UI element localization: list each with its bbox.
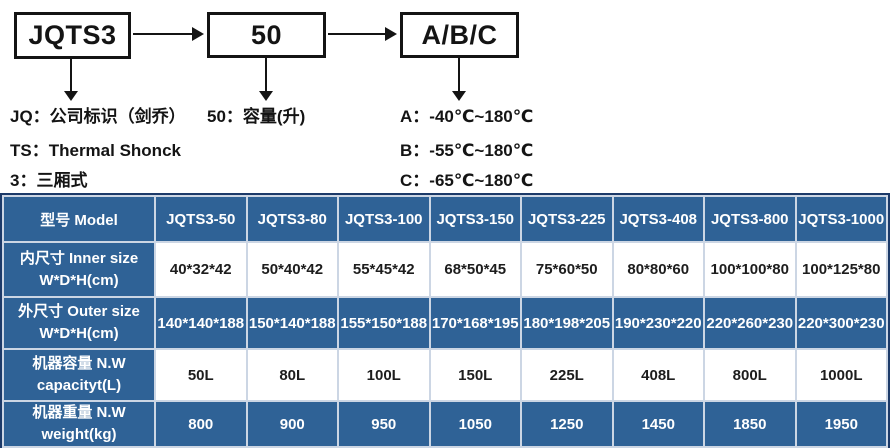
value-cell: 100L	[337, 348, 431, 402]
row-label-line1: 内尺寸 Inner size	[19, 249, 139, 267]
corner-header-cell: 型号 Model	[2, 195, 156, 243]
value-cell: 170*168*195	[428, 296, 522, 350]
value-cell: 40*32*42	[154, 241, 248, 298]
value-cell: 80*80*60	[611, 241, 705, 298]
row-label-line2: weight(kg)	[41, 426, 117, 443]
note-capacity: 50：容量(升)	[207, 107, 306, 126]
model-header-cell: JQTS3-225	[520, 195, 614, 243]
value-cell: 1450	[611, 400, 705, 448]
value-cell: 408L	[611, 348, 705, 402]
value-cell: 55*45*42	[337, 241, 431, 298]
value-cell: 1850	[703, 400, 797, 448]
value-cell: 100*125*80	[794, 241, 888, 298]
value-cell: 180*198*205	[520, 296, 614, 350]
value-cell: 1050	[428, 400, 522, 448]
model-header-cell: JQTS3-80	[245, 195, 339, 243]
value-cell: 1950	[794, 400, 888, 448]
arrow-down-icon	[259, 58, 273, 101]
value-cell: 225L	[520, 348, 614, 402]
model-header-cell: JQTS3-1000	[794, 195, 888, 243]
row-label-cell: 机器重量 N.W weight(kg)	[2, 400, 156, 448]
value-cell: 80L	[245, 348, 339, 402]
value-cell: 800	[154, 400, 248, 448]
value-cell: 68*50*45	[428, 241, 522, 298]
value-cell: 150L	[428, 348, 522, 402]
note-jq: JQ：公司标识（剑乔）	[10, 107, 186, 126]
value-cell: 900	[245, 400, 339, 448]
row-label-cell: 机器容量 N.W capacityt(L)	[2, 348, 156, 402]
value-cell: 100*100*80	[703, 241, 797, 298]
note-grade-c: C：-65℃~180℃	[400, 171, 534, 190]
model-header-cell: JQTS3-408	[611, 195, 705, 243]
value-cell: 1000L	[794, 348, 888, 402]
value-cell: 150*140*188	[245, 296, 339, 350]
value-cell: 800L	[703, 348, 797, 402]
note-grade-b: B：-55℃~180℃	[400, 141, 534, 160]
model-header-cell: JQTS3-150	[428, 195, 522, 243]
value-cell: 155*150*188	[337, 296, 431, 350]
model-grade-box: A/B/C	[400, 12, 519, 58]
row-label-line1: 机器重量 N.W	[32, 404, 126, 422]
model-prefix-box: JQTS3	[14, 12, 131, 59]
value-cell: 50L	[154, 348, 248, 402]
model-header-cell: JQTS3-100	[337, 195, 431, 243]
model-header-cell: JQTS3-50	[154, 195, 248, 243]
note-ts: TS：Thermal Shonck	[10, 141, 181, 160]
value-cell: 950	[337, 400, 431, 448]
value-cell: 75*60*50	[520, 241, 614, 298]
row-label-line1: 外尺寸 Outer size	[18, 303, 140, 321]
row-label-line2: W*D*H(cm)	[39, 325, 119, 342]
row-label-line2: W*D*H(cm)	[39, 271, 119, 289]
value-cell: 220*300*230	[794, 296, 888, 350]
note-grade-a: A：-40℃~180℃	[400, 107, 534, 126]
model-capacity-box: 50	[207, 12, 326, 58]
arrow-right-icon	[133, 27, 204, 41]
value-cell: 220*260*230	[703, 296, 797, 350]
arrow-down-icon	[64, 59, 78, 101]
value-cell: 50*40*42	[245, 241, 339, 298]
model-header-cell: JQTS3-800	[703, 195, 797, 243]
arrow-down-icon	[452, 58, 466, 101]
row-label-line1: 机器容量 N.W	[32, 355, 126, 373]
value-cell: 190*230*220	[611, 296, 705, 350]
arrow-right-icon	[328, 27, 397, 41]
value-cell: 1250	[520, 400, 614, 448]
value-cell: 140*140*188	[154, 296, 248, 350]
note-3: 3：三厢式	[10, 171, 88, 190]
row-label-line2: capacityt(L)	[36, 377, 122, 394]
